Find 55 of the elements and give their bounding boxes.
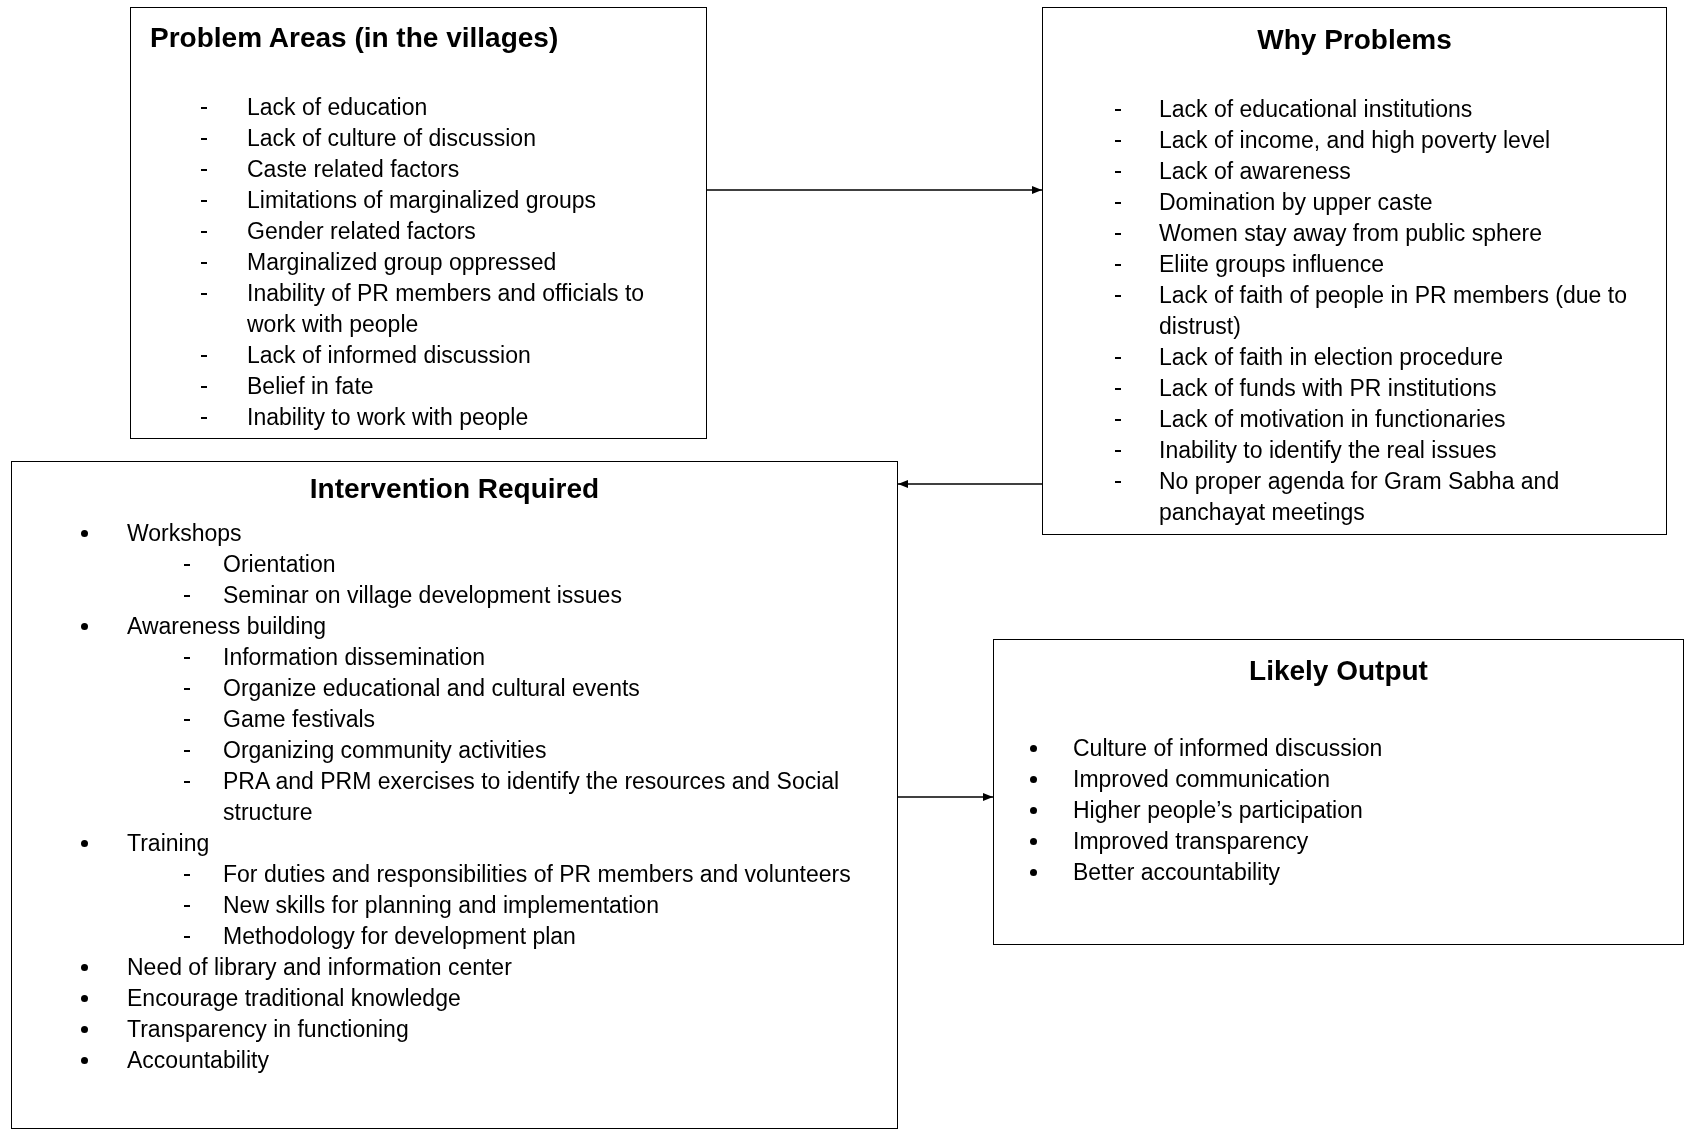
list-item: Improved transparency (1073, 827, 1310, 856)
list-item: Workshops (127, 519, 243, 548)
list-item: Culture of informed discussion (1073, 734, 1384, 763)
list-item: Awareness building (127, 612, 328, 641)
list-item: Limitations of marginalized groups (247, 186, 597, 215)
list-item: No proper agenda for Gram Sabha and panchayat meetings (1159, 467, 1561, 527)
text-box (11, 461, 898, 1129)
list-item: Game festivals (223, 705, 377, 734)
list-item: Inability to identify the real issues (1159, 436, 1498, 465)
list-item: Eliite groups influence (1159, 250, 1386, 279)
list-item: Lack of income, and high poverty level (1159, 126, 1552, 155)
list-item: Need of library and information center (127, 953, 513, 982)
list-item: Lack of culture of discussion (247, 124, 537, 153)
list-item: Belief in fate (247, 372, 375, 401)
list-item: Lack of funds with PR institutions (1159, 374, 1498, 403)
box-heading: Intervention Required (308, 472, 601, 506)
list-item: Accountability (127, 1046, 270, 1075)
box-heading: Likely Output (1248, 654, 1429, 688)
list-item: Marginalized group oppressed (247, 248, 558, 277)
list-item: Information dissemination (223, 643, 487, 672)
list-item: Improved communication (1073, 765, 1331, 794)
arrow (897, 793, 994, 801)
list-item: Encourage traditional knowledge (127, 984, 462, 1013)
box-heading: Why Problems (1256, 23, 1453, 57)
list-item: Better accountability (1073, 858, 1282, 887)
arrow (897, 480, 1043, 488)
list-item: Organize educational and cultural events (223, 674, 641, 703)
box-heading: Problem Areas (in the villages) (150, 21, 559, 55)
list-item: Organizing community activities (223, 736, 548, 765)
arrow (706, 186, 1043, 194)
list-item: Orientation (223, 550, 337, 579)
list-item: Lack of awareness (1159, 157, 1352, 186)
list-item: Methodology for development plan (223, 922, 577, 951)
list-item: Domination by upper caste (1159, 188, 1434, 217)
list-item: Inability of PR members and officials to work with people (247, 279, 646, 339)
list-item: Caste related factors (247, 155, 461, 184)
list-item: Lack of faith of people in PR members (due to distrust) (1159, 281, 1628, 341)
list-item: For duties and responsibilities of PR members and volunteers (223, 860, 852, 889)
list-item: Lack of informed discussion (247, 341, 532, 370)
list-item: Lack of educational institutions (1159, 95, 1474, 124)
list-item: Higher people’s participation (1073, 796, 1364, 825)
list-item: Inability to work with people (247, 403, 530, 432)
list-item: PRA and PRM exercises to identify the resources and Social structure (223, 767, 841, 827)
text-box (130, 7, 707, 439)
list-item: Women stay away from public sphere (1159, 219, 1544, 248)
list-item: New skills for planning and implementation (223, 891, 660, 920)
list-item: Gender related factors (247, 217, 477, 246)
list-item: Training (127, 829, 211, 858)
list-item: Lack of motivation in functionaries (1159, 405, 1507, 434)
text-box (993, 639, 1684, 945)
list-item: Transparency in functioning (127, 1015, 410, 1044)
list-item: Lack of education (247, 93, 429, 122)
list-item: Lack of faith in election procedure (1159, 343, 1504, 372)
text-box (1042, 7, 1667, 535)
list-item: Seminar on village development issues (223, 581, 623, 610)
